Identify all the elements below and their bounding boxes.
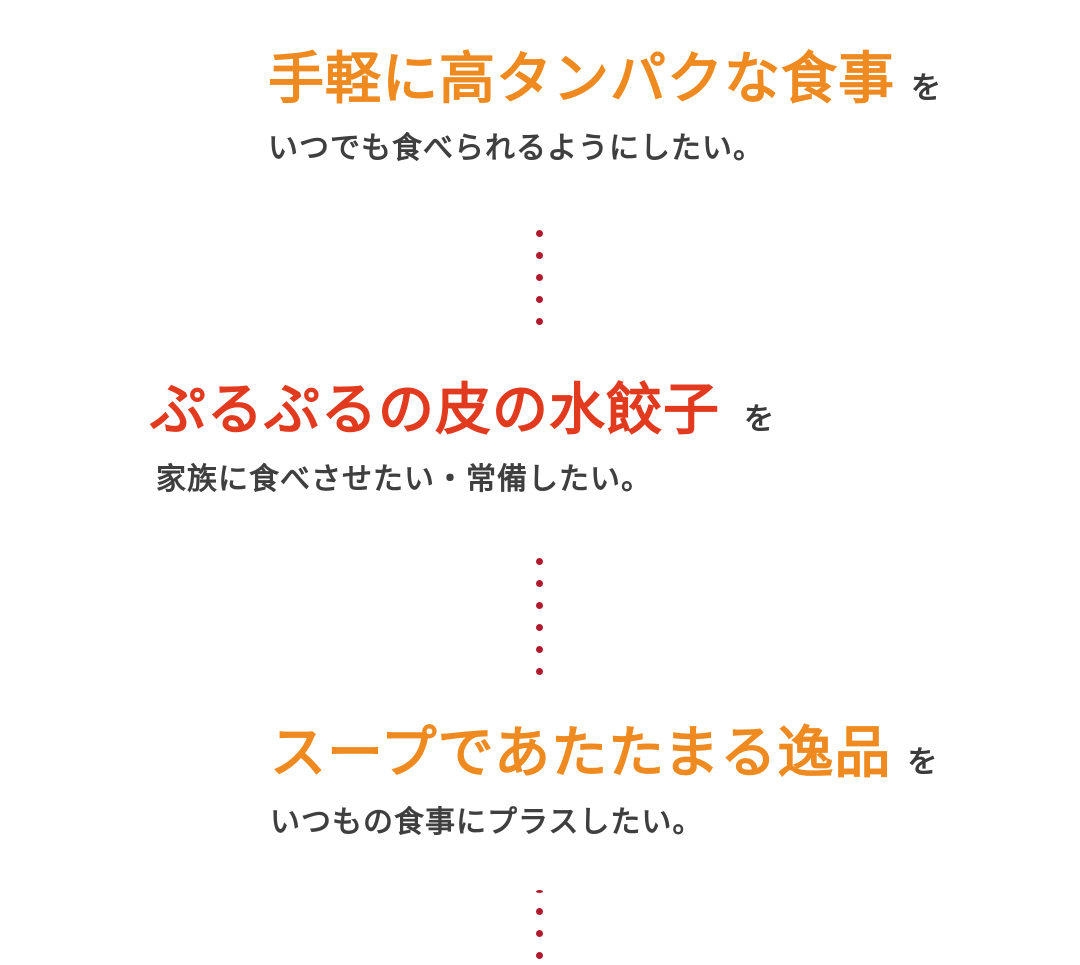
headline-particle: を	[911, 71, 941, 106]
headline-row: ぷるぷるの皮の水餃子 を	[150, 383, 774, 439]
headline-text: ぷるぷるの皮の水餃子	[150, 378, 720, 443]
sub-text: 家族に食べさせたい・常備したい。	[156, 462, 652, 497]
benefit-item-2: ぷるぷるの皮の水餃子 を 家族に食べさせたい・常備したい。	[150, 383, 774, 495]
sub-text: いつでも食べられるようにしたい。	[268, 131, 764, 166]
dotted-divider	[536, 558, 544, 676]
headline-row: スープであたたまる逸品 を	[270, 726, 937, 782]
headline-particle: を	[744, 402, 774, 437]
benefit-item-1: 手軽に高タンパクな食事 を いつでも食べられるようにしたい。	[268, 52, 941, 164]
headline-text: スープであたたまる逸品	[270, 721, 892, 786]
headline-text: 手軽に高タンパクな食事	[268, 47, 895, 112]
headline-particle: を	[907, 745, 938, 780]
headline-row: 手軽に高タンパクな食事 を	[268, 52, 941, 108]
sub-text: いつもの食事にプラスしたい。	[270, 805, 704, 840]
benefit-item-3: スープであたたまる逸品 を いつもの食事にプラスしたい。	[270, 726, 937, 838]
dotted-divider	[536, 230, 544, 330]
dotted-divider	[536, 890, 544, 965]
